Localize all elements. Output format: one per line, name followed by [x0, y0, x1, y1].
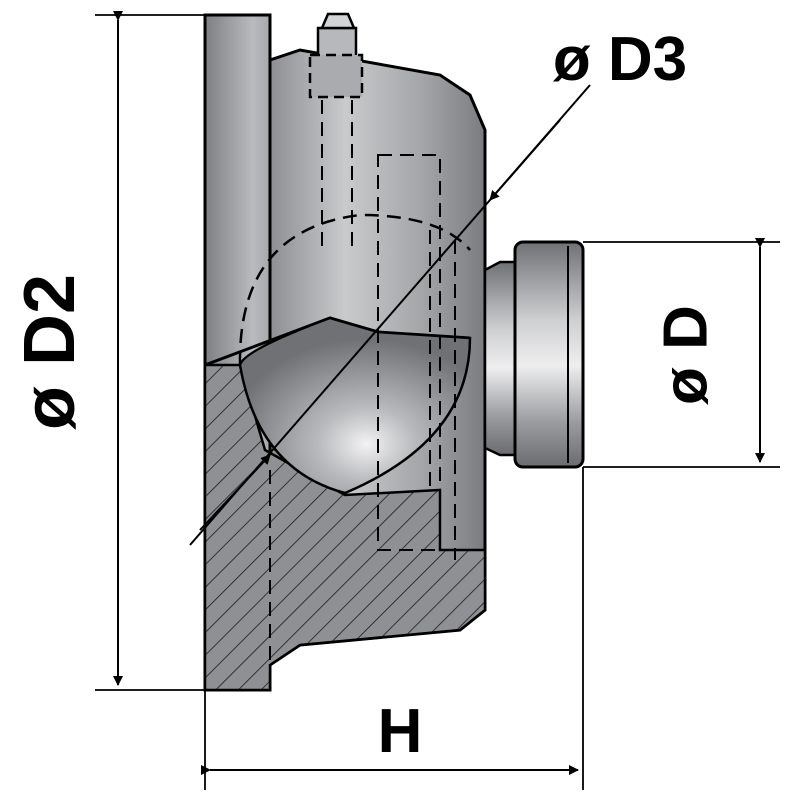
section-hatching — [203, 363, 487, 692]
dimension-lines — [113, 11, 765, 775]
d3-label: ø D3 — [553, 25, 687, 94]
d2-label: ø D2 — [10, 274, 90, 430]
shaft-collar — [513, 240, 585, 469]
d3-arrow-upper — [489, 119, 561, 201]
ball-insert — [238, 316, 472, 495]
hidden-lines — [269, 100, 456, 665]
h-label: H — [378, 697, 423, 766]
d-label: ø D — [651, 305, 720, 405]
shaft-neck — [483, 260, 520, 457]
d3-arrow-lower — [199, 454, 271, 531]
ball-hidden-outline — [238, 213, 471, 366]
grease-nipple — [308, 12, 364, 99]
